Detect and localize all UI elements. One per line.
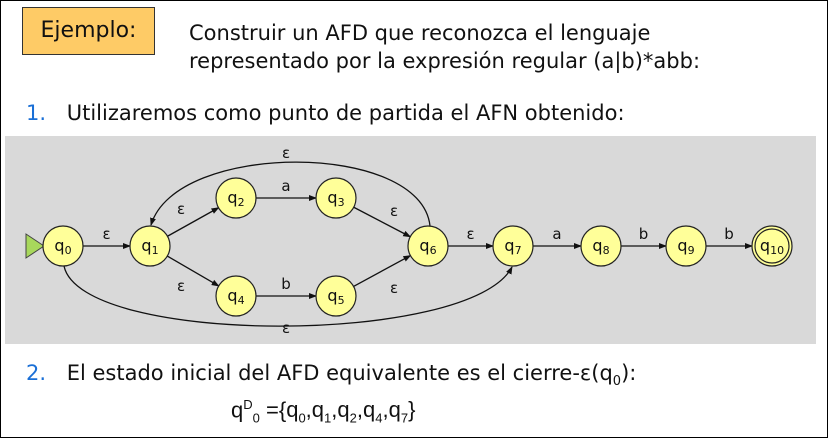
svg-text:q6: q6 — [419, 236, 436, 257]
closure-state: q7} — [388, 397, 416, 426]
heading-line-2: representado por la expresión regular (a… — [189, 49, 701, 73]
step-2-text: El estado inicial del AFD equivalente es… — [66, 361, 637, 390]
svg-text:q0: q0 — [54, 236, 71, 257]
start-state-marker — [25, 233, 45, 259]
transition-label: a — [552, 225, 561, 243]
step-2: 2. El estado inicial del AFD equivalente… — [26, 361, 636, 389]
state-q0: q0 — [42, 225, 84, 267]
svg-text:q3: q3 — [327, 188, 344, 209]
state-q1: q1 — [129, 225, 171, 267]
example-label: Ejemplo: — [22, 7, 155, 55]
state-q9: q9 — [665, 225, 707, 267]
closure-state: q2, — [337, 397, 364, 426]
transition-arrow — [353, 254, 412, 288]
state-q3: q3 — [315, 177, 357, 219]
transition-arrow — [353, 206, 412, 238]
transition-label: ε — [466, 225, 474, 243]
step-1: 1. Utilizaremos como punto de partida el… — [26, 101, 625, 125]
svg-text:q7: q7 — [504, 236, 521, 257]
state-q4: q4 — [215, 275, 257, 317]
transition-label: b — [639, 225, 649, 243]
transition-label: a — [281, 177, 290, 195]
transition-arrow — [63, 265, 513, 327]
svg-text:q1: q1 — [141, 236, 158, 257]
transition-arrow — [167, 207, 220, 237]
state-q10: q10 — [751, 225, 793, 267]
transition-arrow — [150, 161, 431, 227]
step-2-number: 2. — [26, 361, 47, 385]
state-q8: q8 — [580, 225, 622, 267]
svg-text:q5: q5 — [327, 286, 344, 307]
transition-label: ε — [390, 279, 398, 297]
closure-state: q4, — [363, 397, 389, 426]
transition-label: b — [281, 275, 291, 293]
transition-label: ε — [177, 277, 185, 295]
transition-label: ε — [102, 225, 110, 243]
initial-state-formula: qD0 ={q0,q1,q2,q4,q7} — [231, 397, 416, 426]
svg-text:q9: q9 — [677, 236, 694, 257]
transition-label: ε — [282, 144, 290, 162]
transition-arrow — [166, 255, 220, 287]
svg-text:q10: q10 — [760, 236, 784, 257]
heading-line-1: Construir un AFD que reconozca el lengua… — [189, 21, 651, 45]
svg-text:q2: q2 — [227, 188, 244, 209]
closure-state: q0, — [286, 397, 312, 426]
transition-label: ε — [177, 200, 185, 218]
state-q2: q2 — [215, 177, 257, 219]
state-q7: q7 — [492, 225, 534, 267]
svg-text:q4: q4 — [227, 286, 244, 307]
step-1-text: Utilizaremos como punto de partida el AF… — [66, 101, 625, 125]
closure-state: q1, — [311, 397, 338, 426]
svg-text:q8: q8 — [592, 236, 609, 257]
transition-label: b — [724, 225, 734, 243]
state-q6: q6 — [407, 225, 449, 267]
transition-label: ε — [390, 202, 398, 220]
step-1-number: 1. — [26, 101, 47, 125]
transition-label: ε — [282, 319, 290, 337]
state-q5: q5 — [315, 275, 357, 317]
